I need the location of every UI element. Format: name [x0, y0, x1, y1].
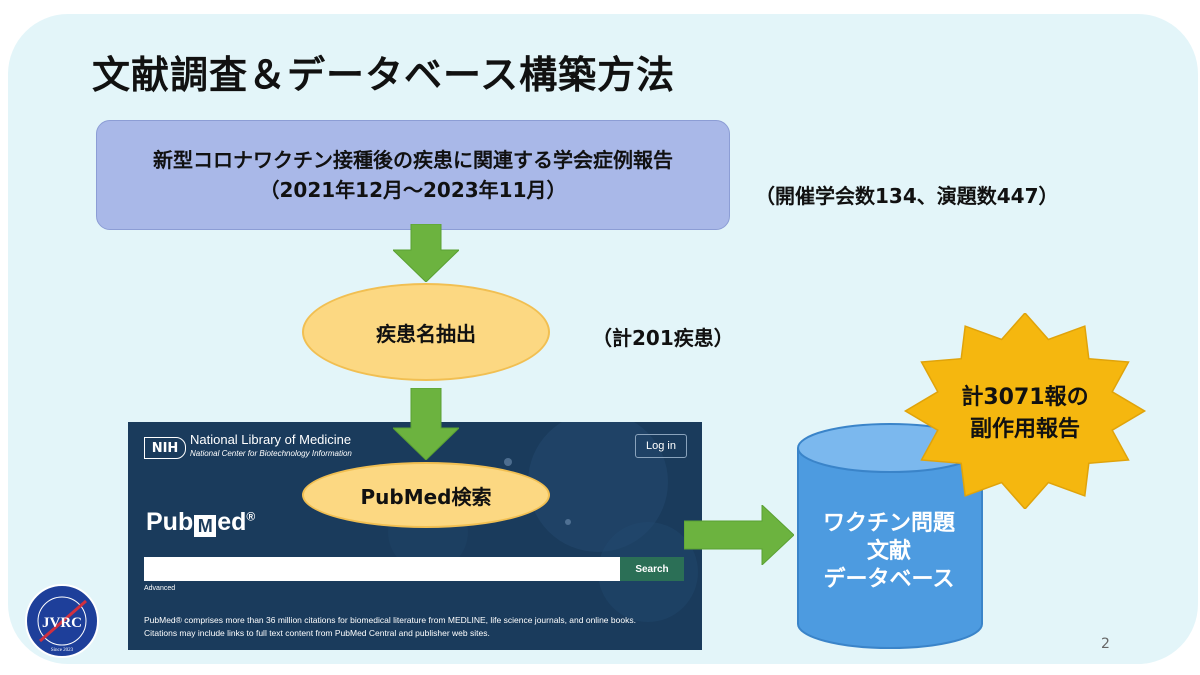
badge-text: JVRC: [42, 615, 82, 631]
badge-since: Since 2023: [51, 648, 74, 653]
result-label: 計3071報の 副作用報告: [925, 382, 1125, 446]
nlm-title: National Library of Medicine: [190, 432, 352, 447]
source-box-line2: （2021年12月～2023年11月）: [259, 178, 567, 202]
advanced-link[interactable]: Advanced: [144, 585, 176, 592]
pubmed-search-button[interactable]: Search: [620, 557, 684, 581]
conference-note: （開催学会数134、演題数447）: [755, 184, 1059, 208]
source-box: 新型コロナワクチン接種後の疾患に関連する学会症例報告 （2021年12月～202…: [96, 120, 730, 230]
database-label-line3: データベース: [823, 567, 955, 592]
down-arrow-icon: [393, 388, 459, 460]
disease-note: （計201疾患）: [592, 326, 734, 350]
slide-title: 文献調査＆データベース構築方法: [92, 53, 676, 97]
login-button[interactable]: Log in: [635, 434, 687, 458]
nlm-subtitle: National Center for Biotechnology Inform…: [190, 449, 352, 458]
jvrc-badge: JVRC Since 2023: [25, 584, 99, 658]
pubmed-logo-right: ed: [217, 508, 247, 536]
pubmed-description-line2: Citations may include links to full text…: [144, 628, 490, 638]
page-number: 2: [1101, 636, 1110, 652]
pubmed-description-line1: PubMed® comprises more than 36 million c…: [144, 615, 636, 625]
pubmed-search-ellipse: PubMed検索: [302, 462, 550, 528]
database-label-line1: ワクチン問題: [822, 511, 955, 536]
registered-mark: ®: [246, 509, 256, 524]
database-label: ワクチン問題 文献 データベース: [800, 510, 978, 594]
source-box-line1: 新型コロナワクチン接種後の疾患に関連する学会症例報告: [153, 148, 673, 172]
pubmed-description: PubMed® comprises more than 36 million c…: [144, 614, 684, 640]
pubmed-logo-m-icon: M: [194, 515, 217, 537]
result-label-line1: 計3071報の: [961, 385, 1089, 410]
extract-label: 疾患名抽出: [376, 321, 476, 346]
starburst-icon: [903, 313, 1147, 509]
result-label-line2: 副作用報告: [969, 417, 1080, 442]
database-label-line2: 文献: [866, 539, 911, 564]
nih-logo: NIH: [144, 437, 186, 459]
down-arrow-icon: [393, 224, 459, 282]
search-label: PubMed検索: [360, 484, 492, 509]
right-arrow-icon: [684, 505, 794, 565]
pubmed-logo-left: Pub: [146, 508, 194, 536]
pubmed-search-input[interactable]: [144, 557, 620, 581]
extract-ellipse: 疾患名抽出: [302, 283, 550, 381]
